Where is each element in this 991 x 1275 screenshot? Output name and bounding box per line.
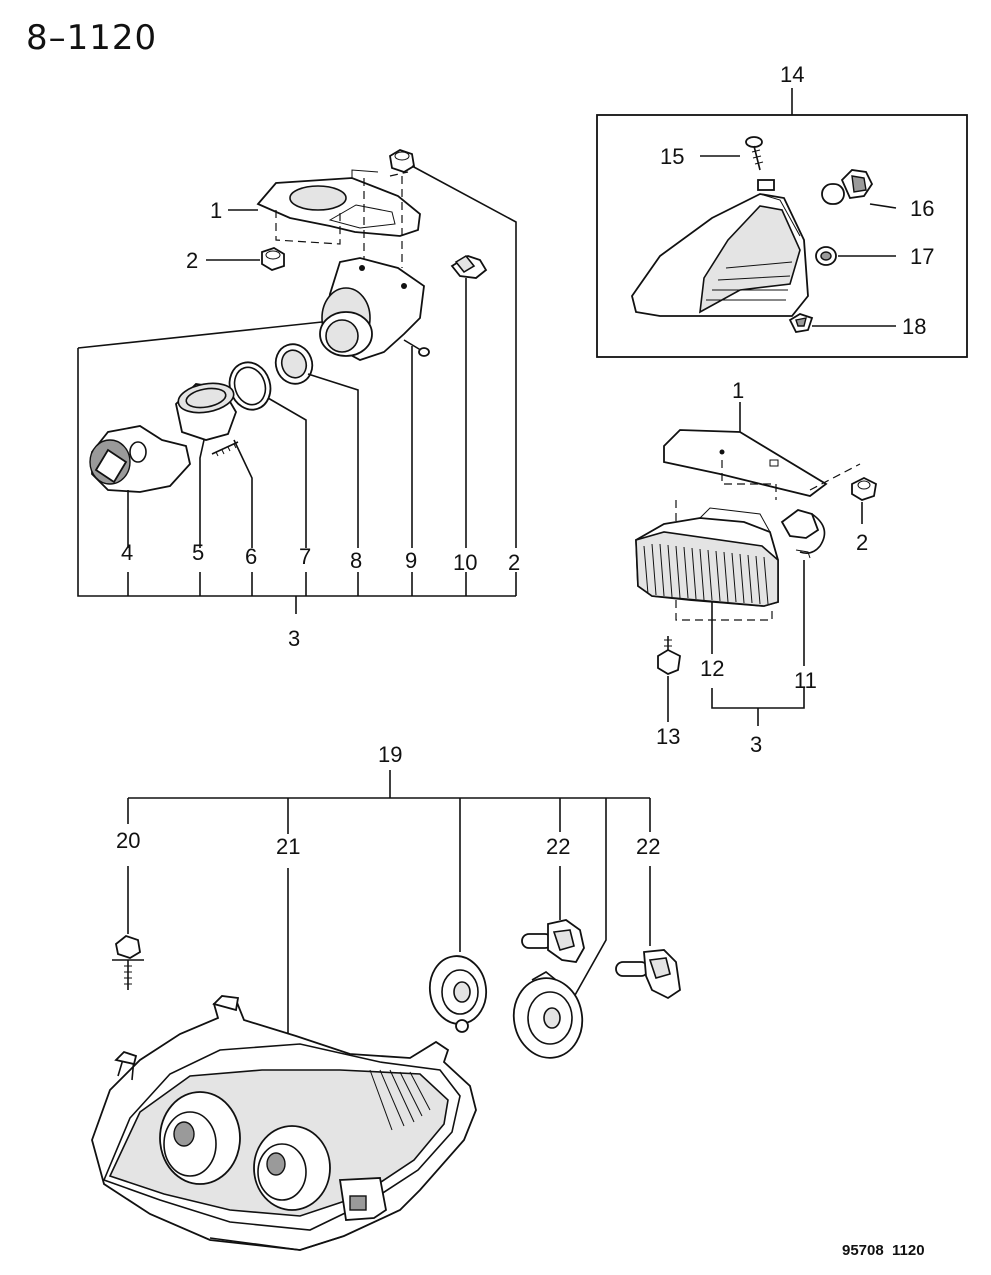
callout-6: 6 <box>245 544 257 569</box>
callout-22: 22 <box>636 834 660 859</box>
callout-17: 17 <box>910 244 934 269</box>
callout-13: 13 <box>656 724 680 749</box>
bolt-icon <box>112 934 144 990</box>
lens-cover-icon <box>175 382 237 441</box>
callout-7: 7 <box>299 544 311 569</box>
bracket-icon <box>663 429 828 497</box>
seal-icon <box>274 343 314 385</box>
nut-icon <box>389 149 415 173</box>
callout-19: 19 <box>378 742 402 767</box>
group-frame <box>596 114 968 358</box>
dust-cover-icon <box>428 955 488 1033</box>
nut-icon <box>851 476 877 501</box>
turn-signal-group <box>635 402 877 726</box>
bulb-icon <box>521 919 585 963</box>
callout-4: 4 <box>121 540 133 565</box>
page-title: 8–1120 <box>26 18 158 58</box>
callout-8: 8 <box>350 548 362 573</box>
callout-18: 18 <box>902 314 926 339</box>
callout-2: 2 <box>856 530 868 555</box>
screw-icon <box>211 441 239 457</box>
callout-1: 1 <box>210 198 222 223</box>
callout-2: 2 <box>186 248 198 273</box>
callout-12: 12 <box>700 656 724 681</box>
callout-2: 2 <box>508 550 520 575</box>
callout-10: 10 <box>453 550 477 575</box>
callout-3: 3 <box>288 626 300 651</box>
diagram-code: 95708 1120 <box>842 1242 925 1259</box>
turn-signal-lamp-icon <box>635 507 779 607</box>
callout-14: 14 <box>780 62 804 87</box>
screw-icon <box>403 339 430 357</box>
bolt-icon <box>657 636 681 676</box>
side-marker-lamp-icon <box>631 179 809 317</box>
lens-cover-icon <box>89 425 191 493</box>
callout-15: 15 <box>660 144 684 169</box>
callout-3: 3 <box>750 732 762 757</box>
dust-cover-icon <box>512 971 584 1059</box>
headlamp-group <box>91 770 681 1251</box>
bracket-icon <box>256 169 421 237</box>
bulb-socket-icon <box>780 509 826 559</box>
fog-lamp-icon <box>319 257 425 361</box>
callout-5: 5 <box>192 540 204 565</box>
screw-icon <box>745 136 764 171</box>
headlamp-assembly-icon <box>91 995 477 1251</box>
bulb-icon <box>821 169 874 205</box>
callout-21: 21 <box>276 834 300 859</box>
callout-1: 1 <box>732 378 744 403</box>
bulb-socket-icon <box>450 254 488 279</box>
callout-20: 20 <box>116 828 140 853</box>
clip-icon <box>815 246 837 266</box>
fog-lamp-group <box>77 149 517 614</box>
callout-labels: 1 2 2 3 4 5 6 7 8 9 10 14 15 16 17 18 1 … <box>116 62 934 859</box>
bulb-icon <box>615 949 681 1000</box>
side-marker-group <box>596 88 968 358</box>
nut-icon <box>261 247 285 271</box>
callout-16: 16 <box>910 196 934 221</box>
callout-9: 9 <box>405 548 417 573</box>
callout-22: 22 <box>546 834 570 859</box>
ring-icon <box>228 361 272 411</box>
callout-11: 11 <box>794 668 817 693</box>
nut-icon <box>788 313 814 333</box>
